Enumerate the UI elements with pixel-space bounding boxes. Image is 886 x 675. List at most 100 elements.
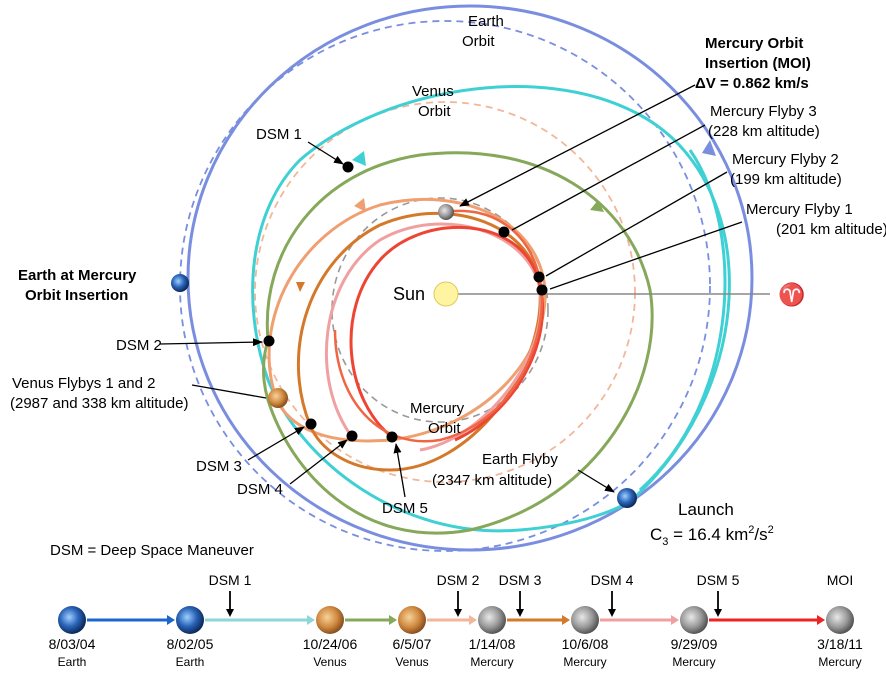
dsm5-label: DSM 5: [382, 500, 428, 517]
timeline-date: 10/6/08: [562, 636, 609, 652]
launch-label: Launch: [678, 500, 734, 519]
venus-flyby-label-1: Venus Flybys 1 and 2: [12, 375, 155, 392]
arrow-orange: [354, 198, 366, 212]
earth-orbit-label-2: Orbit: [462, 33, 495, 50]
earth-flyby-label-1: Earth Flyby: [482, 451, 558, 468]
timeline-marker-arrow: [608, 609, 616, 617]
earth-flyby-label-2: (2347 km altitude): [432, 472, 552, 489]
dsm1-label: DSM 1: [256, 126, 302, 143]
mercury-orbit-label-1: Mercury: [410, 400, 465, 417]
timeline-marker-arrow: [516, 609, 524, 617]
moi-pointer: [459, 84, 696, 207]
mercury-orbit-dashed: [331, 197, 549, 423]
timeline-arrowhead: [469, 615, 477, 625]
mf1-dot: [536, 284, 548, 296]
timeline-arrowhead: [671, 615, 679, 625]
timeline-date: 10/24/06: [303, 636, 358, 652]
mf2-label-1: Mercury Flyby 2: [732, 151, 839, 168]
timeline-date: 1/14/08: [469, 636, 516, 652]
timeline-arrowhead: [817, 615, 825, 625]
earth-moi-label-1: Earth at Mercury: [18, 267, 137, 284]
mission-timeline: 8/03/04Earth8/02/05Earth10/24/06Venus6/5…: [49, 572, 863, 669]
mf2-pointer: [545, 171, 728, 277]
trajectory-earth-loop: [186, 4, 754, 552]
trajectory-red-5: [333, 209, 544, 443]
arrow-rust: [296, 282, 305, 292]
trajectory-red-4: [349, 225, 544, 442]
arrow-cyan: [352, 151, 366, 166]
dsm2-dot: [263, 335, 275, 347]
timeline-marker-arrow: [226, 609, 234, 617]
timeline-body-icon: [478, 606, 506, 634]
dsm-legend: DSM = Deep Space Maneuver: [50, 542, 254, 559]
dsm3-label: DSM 3: [196, 458, 242, 475]
timeline-marker-arrow: [454, 609, 462, 617]
timeline-marker-label: MOI: [827, 572, 853, 588]
timeline-arrowhead: [167, 615, 175, 625]
timeline-body: Mercury: [818, 655, 861, 669]
trajectory-green-arc: [262, 151, 654, 535]
venus-flyby-icon: [268, 388, 288, 408]
dsm5-pointer: [393, 443, 406, 498]
earth-launch-icon: [617, 488, 637, 508]
arrow-blue: [702, 140, 716, 156]
timeline-body-icon: [176, 606, 204, 634]
timeline-body-icon: [680, 606, 708, 634]
timeline-date: 3/18/11: [817, 636, 863, 652]
dsm2-pointer: [159, 338, 263, 347]
mercury-at-moi: [438, 204, 454, 220]
sun: [433, 281, 459, 307]
timeline-marker-label: DSM 1: [209, 572, 252, 588]
timeline-body: Venus: [395, 655, 428, 669]
timeline-arrowhead: [307, 615, 315, 625]
dsm4-dot: [346, 430, 358, 442]
mf1-label-1: Mercury Flyby 1: [746, 201, 853, 218]
earth-at-moi-icon: [171, 274, 189, 292]
mf1-label-2: (201 km altitude): [776, 221, 886, 238]
dsm4-pointer: [289, 439, 348, 485]
timeline-marker-label: DSM 2: [437, 572, 480, 588]
venus-orbit-label-2: Orbit: [418, 103, 451, 120]
earth-flyby-pointer: [577, 469, 615, 493]
timeline-marker-label: DSM 4: [591, 572, 634, 588]
sun-label: Sun: [393, 284, 425, 304]
earth-moi-label-2: Orbit Insertion: [25, 287, 128, 304]
timeline-body-icon: [58, 606, 86, 634]
venus-flyby-pointer: [191, 384, 267, 399]
timeline-body: Mercury: [672, 655, 715, 669]
timeline-body: Earth: [58, 655, 87, 669]
dsm4-label: DSM 4: [237, 481, 283, 498]
timeline-body: Venus: [313, 655, 346, 669]
moi-title-2: Insertion (MOI): [705, 55, 811, 72]
mf3-label-1: Mercury Flyby 3: [710, 103, 817, 120]
timeline-arrowhead: [562, 615, 570, 625]
dsm5-dot: [386, 431, 398, 443]
moi-title-1: Mercury Orbit: [705, 35, 803, 52]
dsm1-pointer: [307, 141, 344, 165]
timeline-date: 6/5/07: [393, 636, 432, 652]
mf3-dot: [498, 226, 510, 238]
launch-c3: C3 = 16.4 km2/s2: [650, 524, 774, 548]
timeline-body: Mercury: [470, 655, 513, 669]
timeline-marker-arrow: [714, 609, 722, 617]
mf2-dot: [533, 271, 545, 283]
vernal-symbol: ♈: [778, 282, 805, 307]
timeline-date: 8/03/04: [49, 636, 96, 652]
venus-flyby-label-2: (2987 and 338 km altitude): [10, 395, 188, 412]
mf3-label-2: (228 km altitude): [708, 123, 820, 140]
timeline-date: 9/29/09: [671, 636, 718, 652]
mf1-pointer: [549, 221, 743, 290]
timeline-body: Mercury: [563, 655, 606, 669]
timeline-body-icon: [398, 606, 426, 634]
earth-orbit-label-1: Earth: [468, 13, 504, 30]
timeline-body-icon: [571, 606, 599, 634]
moi-dv: ΔV = 0.862 km/s: [695, 75, 809, 92]
trajectory-cyan-outer: [638, 149, 727, 492]
dsm1-dot: [342, 161, 354, 173]
mercury-orbit-label-2: Orbit: [428, 420, 461, 437]
mf3-pointer: [511, 124, 706, 231]
timeline-date: 8/02/05: [167, 636, 214, 652]
timeline-marker-label: DSM 5: [697, 572, 740, 588]
dsm3-dot: [305, 418, 317, 430]
